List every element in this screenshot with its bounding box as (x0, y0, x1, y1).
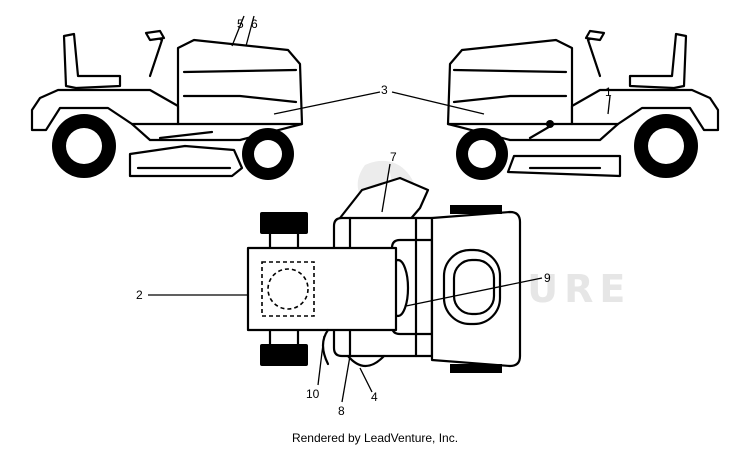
callout-labels: 5 6 3 1 7 2 9 10 8 4 (136, 17, 612, 418)
top-deck-front-curve (346, 354, 386, 368)
leader-10 (317, 335, 325, 386)
top-rear-tire-lower (260, 344, 308, 366)
footer-credit: Rendered by LeadVenture, Inc. (291, 431, 459, 445)
top-rear-tire-upper (260, 212, 308, 234)
callout-9: 9 (544, 271, 551, 285)
callout-2: 2 (136, 288, 143, 302)
left-hood-line (182, 68, 298, 74)
top-fuel-cap-outline (267, 268, 309, 310)
callout-8: 8 (338, 404, 345, 418)
left-lever (158, 130, 214, 140)
mower-top-view (246, 176, 522, 373)
top-front-tire-upper (450, 205, 502, 214)
callout-3: 3 (381, 83, 388, 97)
right-mower-deck (506, 154, 622, 178)
top-hood-vent-inner (452, 258, 496, 316)
left-rear-fender (30, 88, 180, 132)
right-lever-knob (546, 120, 554, 128)
top-seat-outline (261, 261, 315, 317)
right-rear-fender (570, 88, 720, 132)
callout-6: 6 (251, 17, 258, 31)
leader-9 (405, 277, 543, 307)
callout-4: 4 (371, 390, 378, 404)
right-hood (446, 38, 574, 126)
left-rear-hub (66, 128, 102, 164)
right-hood-grille (452, 94, 568, 104)
left-steering-wheel (144, 29, 166, 42)
top-rear-plate (246, 246, 398, 332)
leader-8 (341, 355, 351, 403)
leader-7 (381, 163, 391, 213)
leader-5 (231, 15, 245, 47)
top-axle (268, 232, 300, 346)
callout-1: 1 (605, 85, 612, 99)
callout-10: 10 (306, 387, 320, 401)
leader-3b (391, 91, 485, 115)
leader-lines (148, 15, 611, 403)
left-seat (62, 32, 122, 90)
left-front-hub (254, 140, 282, 168)
right-front-hub (468, 140, 496, 168)
right-hood-line (452, 68, 568, 74)
leader-6 (245, 15, 255, 47)
right-seat (628, 32, 688, 90)
left-hood-grille (182, 94, 298, 104)
leader-3a (273, 91, 381, 115)
callout-7: 7 (390, 150, 397, 164)
callout-5: 5 (237, 17, 244, 31)
right-steering-wheel (584, 29, 606, 42)
top-rear-handle (321, 328, 330, 366)
top-front-tire-lower (450, 364, 502, 373)
left-mower-deck (128, 144, 244, 178)
leader-1 (607, 95, 611, 115)
mower-left-side-view (30, 29, 304, 180)
right-rear-hub (648, 128, 684, 164)
mower-right-side-view (446, 29, 720, 180)
leader-4 (359, 367, 373, 393)
